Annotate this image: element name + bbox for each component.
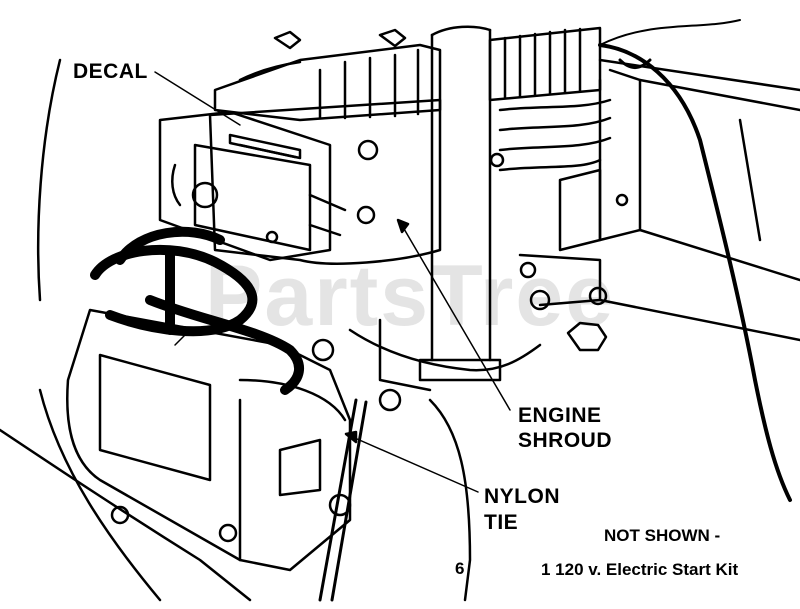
lower-left-housing	[0, 428, 252, 602]
label-engine-shroud-line1: ENGINE	[518, 404, 602, 427]
engine-cooling-fins	[213, 43, 442, 122]
leader-decal	[154, 71, 241, 126]
dipstick-tube	[430, 28, 492, 362]
label-nylon-tie-line1: NYLON	[484, 485, 560, 508]
shroud-screw-right	[489, 152, 505, 168]
label-engine-shroud-line2: SHROUD	[518, 429, 612, 452]
left-body-outline	[36, 58, 162, 602]
right-frame	[598, 58, 800, 342]
power-cord	[90, 226, 304, 395]
base-housing-curve	[348, 328, 542, 372]
shroud-screw-bottom	[356, 205, 376, 225]
leader-nylon-tie	[347, 434, 479, 493]
leader-starter-arrow	[174, 329, 191, 346]
cylinder-fins	[488, 26, 612, 172]
right-bracket	[598, 68, 642, 242]
label-nylon-tie-line2: TIE	[484, 511, 518, 534]
switch-box	[158, 110, 347, 262]
shroud-screw-top	[357, 139, 379, 161]
callout-number: 6	[455, 559, 464, 578]
nylon-tie	[318, 398, 368, 602]
note-kit: 1 120 v. Electric Start Kit	[541, 560, 739, 579]
wing-nut-right	[378, 28, 407, 48]
leader-engine-shroud	[399, 221, 511, 411]
watermark: PartsTree	[205, 248, 615, 344]
note-not-shown: NOT SHOWN -	[604, 526, 720, 545]
starter-motor	[66, 308, 352, 572]
label-decal: DECAL	[73, 60, 148, 83]
wing-nut-left	[273, 30, 302, 50]
hex-nuts	[110, 261, 608, 543]
external-cable	[598, 43, 792, 502]
engine-shroud	[208, 98, 442, 265]
